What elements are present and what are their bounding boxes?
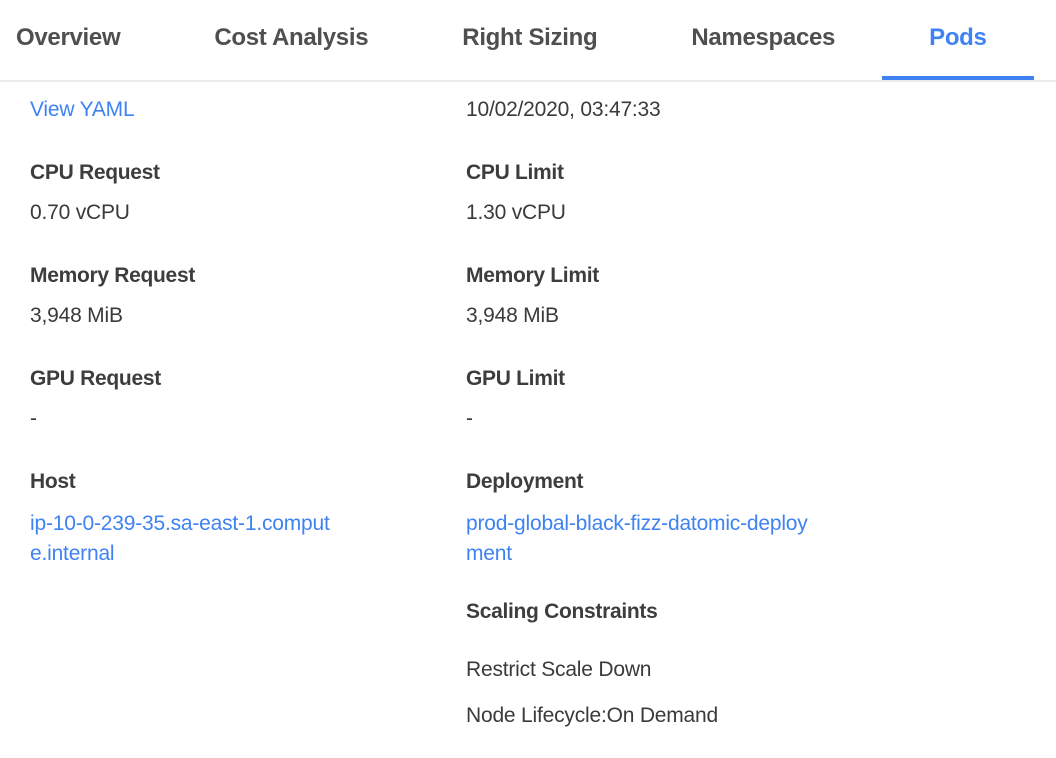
scaling-constraint-node-lifecycle: Node Lifecycle:On Demand — [466, 704, 718, 727]
memory-limit-value: 3,948 MiB — [466, 304, 559, 327]
cpu-limit-value: 1.30 vCPU — [466, 201, 566, 224]
tab-overview[interactable]: Overview — [16, 24, 121, 51]
field-memory-request: Memory Request 3,948 MiB — [30, 263, 466, 329]
scaling-constraints-section: Scaling Constraints Restrict Scale Down … — [466, 599, 1026, 729]
field-gpu-request: GPU Request - — [30, 366, 466, 432]
gpu-request-label: GPU Request — [30, 367, 161, 390]
details-left-column: View YAML CPU Request 0.70 vCPU Memory R… — [30, 97, 466, 729]
tab-pods[interactable]: Pods — [882, 0, 1034, 80]
cpu-request-value: 0.70 vCPU — [30, 201, 130, 224]
field-deployment: Deployment prod-global-black-fizz-datomi… — [466, 469, 1026, 569]
cpu-limit-label: CPU Limit — [466, 161, 564, 184]
tab-namespaces[interactable]: Namespaces — [691, 24, 836, 51]
cpu-request-label: CPU Request — [30, 161, 160, 184]
gpu-limit-value: - — [466, 407, 473, 430]
memory-request-label: Memory Request — [30, 264, 196, 287]
view-yaml-link[interactable]: View YAML — [30, 98, 135, 121]
scaling-constraints-label: Scaling Constraints — [466, 600, 658, 623]
tab-bar: Overview Cost Analysis Right Sizing Name… — [0, 0, 1056, 82]
deployment-link[interactable]: prod-global-black-fizz-datomic-deploymen… — [466, 512, 808, 565]
field-cpu-limit: CPU Limit 1.30 vCPU — [466, 160, 1026, 226]
tab-right-sizing[interactable]: Right Sizing — [462, 24, 598, 51]
field-cpu-request: CPU Request 0.70 vCPU — [30, 160, 466, 226]
scaling-constraint-restrict-scale-down: Restrict Scale Down — [466, 658, 652, 681]
gpu-limit-label: GPU Limit — [466, 367, 565, 390]
field-memory-limit: Memory Limit 3,948 MiB — [466, 263, 1026, 329]
memory-request-value: 3,948 MiB — [30, 304, 123, 327]
memory-limit-label: Memory Limit — [466, 264, 599, 287]
tab-cost-analysis[interactable]: Cost Analysis — [214, 24, 369, 51]
field-host: Host ip-10-0-239-35.sa-east-1.compute.in… — [30, 469, 466, 569]
details-right-column: 10/02/2020, 03:47:33 CPU Limit 1.30 vCPU… — [466, 97, 1026, 729]
deployment-label: Deployment — [466, 470, 584, 493]
pod-details-panel: View YAML CPU Request 0.70 vCPU Memory R… — [0, 82, 1056, 729]
field-gpu-limit: GPU Limit - — [466, 366, 1026, 432]
timestamp: 10/02/2020, 03:47:33 — [466, 98, 661, 121]
gpu-request-value: - — [30, 407, 37, 430]
host-label: Host — [30, 470, 76, 493]
host-link[interactable]: ip-10-0-239-35.sa-east-1.compute.interna… — [30, 512, 330, 565]
